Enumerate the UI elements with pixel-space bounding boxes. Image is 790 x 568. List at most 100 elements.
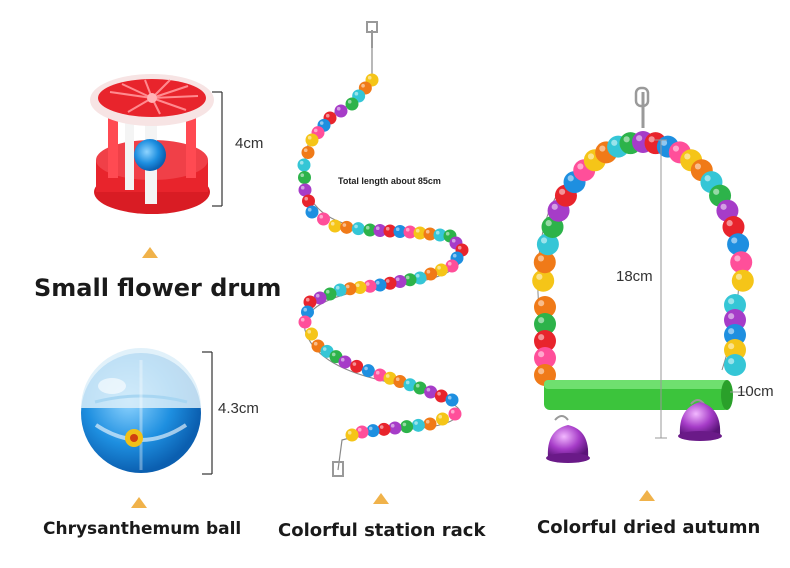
bead (305, 327, 318, 341)
drum-pointer-icon (142, 247, 158, 258)
bead (305, 205, 319, 219)
bead-highlight (375, 280, 380, 285)
chrysanthemum-ball-image (81, 348, 201, 473)
bead-highlight (452, 253, 457, 258)
bead-highlight (405, 380, 410, 385)
bead (411, 418, 425, 432)
bead-highlight (364, 366, 368, 371)
bead-highlight (457, 245, 462, 250)
bead-highlight (538, 334, 545, 341)
bead-highlight (577, 163, 584, 170)
bead (366, 424, 380, 438)
bead-highlight (325, 113, 330, 118)
bead-highlight (361, 83, 365, 88)
bead-highlight (426, 387, 431, 392)
bead-highlight (538, 317, 545, 324)
bead-highlight (313, 128, 318, 133)
bead-highlight (437, 391, 441, 396)
bead-highlight (303, 307, 308, 312)
bead-highlight (395, 377, 400, 382)
drum-dimension-label: 4cm (235, 135, 264, 152)
bead-highlight (319, 214, 324, 219)
bead-highlight (304, 196, 309, 201)
bead-highlight (623, 136, 630, 143)
bead-highlight (728, 313, 735, 320)
bead-highlight (728, 328, 735, 335)
bead (298, 315, 312, 329)
bead (445, 393, 459, 407)
bead-highlight (536, 273, 543, 280)
swing-height-label: 18cm (616, 268, 653, 285)
bead-highlight (395, 227, 400, 232)
bead-highlight (451, 238, 456, 243)
drum-dimension-bracket (212, 91, 223, 207)
bead-highlight (303, 148, 308, 153)
bead-rope-image (297, 21, 469, 477)
bead-highlight (435, 230, 440, 235)
bead (298, 171, 311, 184)
bead-highlight (347, 430, 352, 435)
bead-highlight (307, 329, 312, 334)
swing-width-label: 10cm (737, 383, 774, 400)
bead-highlight (354, 91, 359, 96)
bead-highlight (728, 298, 735, 305)
rope-title: Colorful station rack (278, 520, 486, 541)
bead-highlight (375, 226, 380, 231)
bead-highlight (402, 422, 407, 427)
swing-pointer-icon (639, 490, 655, 501)
bead-highlight (450, 409, 455, 414)
bead-highlight (735, 273, 743, 280)
bead-highlight (300, 317, 305, 322)
bead-highlight (587, 153, 595, 160)
bead (334, 104, 348, 118)
bead-highlight (405, 275, 410, 280)
bead-highlight (734, 255, 741, 262)
bead-highlight (415, 228, 420, 233)
bead-highlight (538, 351, 545, 358)
bead-highlight (731, 237, 738, 244)
rope-pointer-icon (373, 493, 389, 504)
bead-highlight (704, 175, 711, 182)
bead-highlight (713, 188, 720, 195)
swing-image (532, 86, 754, 463)
bead-highlight (726, 220, 733, 227)
bead-highlight (307, 135, 312, 140)
bead-highlight (648, 136, 655, 143)
bead-highlight (405, 227, 410, 232)
bead-highlight (660, 139, 668, 146)
bead-highlight (694, 163, 702, 170)
bead-highlight (335, 285, 340, 290)
bead-highlight (342, 223, 347, 227)
swing-height-line (655, 139, 667, 439)
bead-highlight (354, 224, 358, 229)
bead (351, 222, 365, 236)
bead-highlight (352, 362, 357, 366)
bead (317, 212, 330, 226)
bead-highlight (307, 207, 312, 212)
bead-highlight (567, 175, 574, 182)
bead-highlight (395, 277, 400, 282)
bead-highlight (390, 423, 395, 428)
bead (301, 146, 315, 159)
bead-highlight (365, 225, 370, 230)
bead (338, 355, 352, 369)
bead (388, 421, 402, 435)
bead-highlight (559, 188, 566, 195)
bell-right (678, 399, 722, 441)
bead-highlight (538, 300, 545, 307)
bead-highlight (355, 283, 360, 288)
bead-highlight (599, 145, 606, 152)
bead-highlight (684, 153, 691, 160)
rope-length-label: Total length about 85cm (338, 176, 441, 186)
bead (302, 194, 315, 208)
bead-highlight (325, 289, 330, 294)
bead-highlight (414, 421, 418, 425)
bead (400, 420, 414, 434)
flower-drum-image (90, 74, 214, 214)
bead-highlight (445, 231, 450, 236)
bead (345, 97, 359, 111)
bead (305, 133, 319, 147)
bead-highlight (720, 203, 727, 210)
bead-highlight (385, 279, 390, 283)
